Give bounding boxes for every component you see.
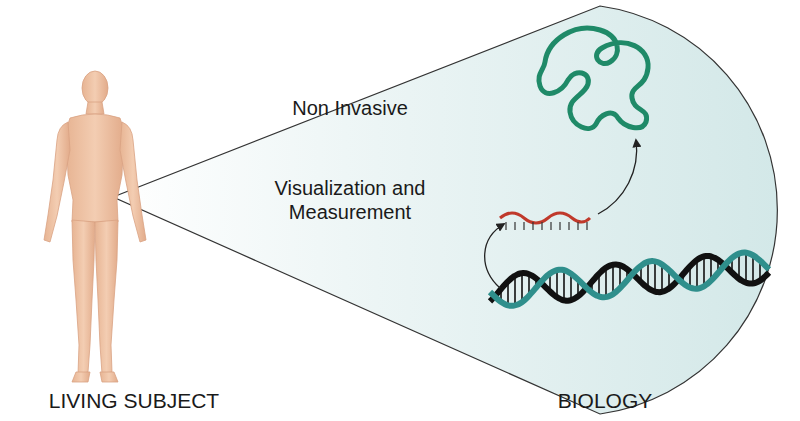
base-pair (745, 253, 747, 283)
base-tick (577, 222, 578, 230)
base-pair (521, 273, 523, 302)
base-tick (532, 222, 533, 230)
base-tick (505, 222, 506, 230)
base-tick (550, 222, 551, 230)
base-pair (514, 276, 516, 306)
base-tick (568, 222, 569, 230)
magnifier-cone (113, 6, 777, 414)
base-pair (752, 255, 754, 283)
base-tick (586, 222, 587, 230)
base-tick (559, 222, 560, 230)
biology-label: BIOLOGY (525, 388, 685, 413)
human-figure (44, 71, 146, 382)
base-pair (703, 256, 705, 286)
base-pair (612, 265, 614, 295)
base-pair (563, 270, 565, 300)
translation-arrow (598, 140, 637, 214)
transcription-arrow (485, 224, 504, 288)
mrna-strand (500, 213, 590, 230)
method-label: Non Invasive (285, 96, 415, 120)
subject-label: LIVING SUBJECT (4, 388, 264, 413)
base-tick (541, 222, 542, 230)
protein-chain (539, 28, 648, 128)
method-label: Visualization and Measurement (265, 176, 435, 224)
dna-helix (490, 253, 769, 306)
base-tick (514, 222, 515, 230)
base-pair (654, 261, 656, 291)
base-pair (605, 268, 607, 298)
dna-strand (490, 253, 769, 306)
base-tick (523, 222, 524, 230)
